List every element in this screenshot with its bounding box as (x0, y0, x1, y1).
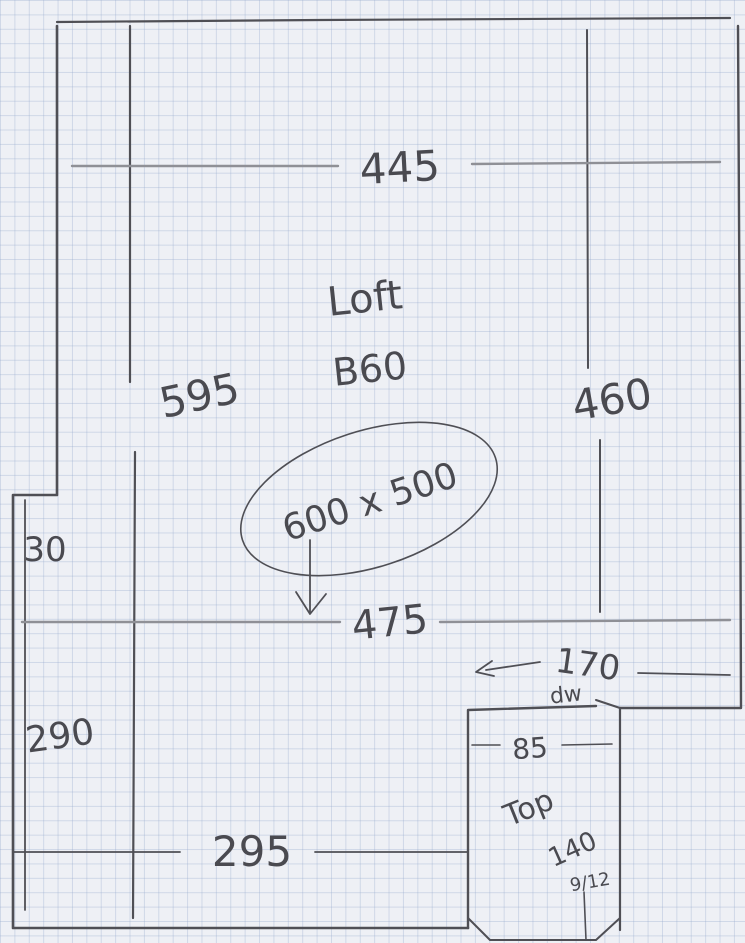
dim-line-step-right (637, 672, 731, 676)
dim-label-mid-width: 475 (350, 596, 431, 650)
stair-width-label: 85 (511, 731, 549, 766)
room-label-line2: B60 (331, 343, 410, 395)
dim-line-step-left (485, 661, 541, 671)
window-size-label: 600 x 500 (277, 455, 462, 550)
dim-line-top-right (470, 160, 722, 166)
outer-wall-outline (11, 24, 470, 930)
dim-label-bottom-width: 295 (212, 827, 292, 876)
dim-label-left-height: 595 (155, 363, 244, 428)
dim-line-mid-right (438, 618, 732, 624)
stair-center-line (583, 891, 587, 941)
dim-label-top-width: 445 (358, 141, 441, 194)
dim-label-small-height: 30 (23, 530, 66, 570)
stair-ratio-label: 9/12 (568, 869, 611, 897)
stair-bottom-bevel (467, 917, 621, 941)
stair-outline-left (466, 704, 598, 930)
top-wall (55, 16, 732, 24)
stair-dw-label: dw (549, 681, 583, 709)
dim-line-right-upper (586, 29, 589, 369)
window-ellipse (239, 421, 499, 577)
window-arrow-head (295, 591, 327, 615)
step-corner-wall (595, 699, 621, 709)
dim-label-right-height: 460 (568, 368, 655, 430)
right-wall (618, 24, 743, 710)
stair-top-label: Top (498, 783, 559, 835)
stair-dim-right (561, 743, 613, 746)
dim-line-left-lower (131, 450, 137, 920)
stair-length-label: 140 (544, 826, 602, 874)
dim-label-lower-left-height: 290 (23, 711, 97, 761)
room-label-line1: Loft (325, 272, 405, 326)
dim-label-step-width: 170 (553, 641, 623, 690)
dim-arrow-step (475, 660, 495, 677)
